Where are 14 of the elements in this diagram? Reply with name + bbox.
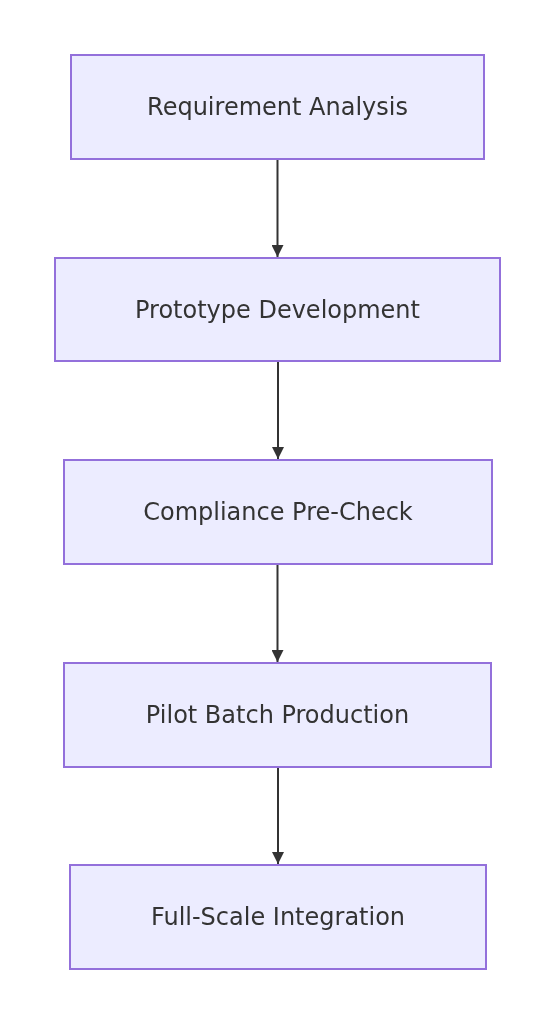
arrow bbox=[271, 564, 284, 663]
node-label: Prototype Development bbox=[135, 295, 420, 324]
process-box bbox=[54, 257, 501, 362]
arrow bbox=[272, 767, 284, 865]
arrow bbox=[272, 361, 284, 460]
process-box bbox=[63, 662, 492, 768]
node-label: Full-Scale Integration bbox=[150, 903, 406, 931]
process-box bbox=[70, 54, 485, 160]
arrow bbox=[271, 159, 284, 258]
node-label: Compliance Pre-Check bbox=[143, 498, 413, 526]
node-label: Pilot Batch Production bbox=[145, 701, 410, 729]
process-box bbox=[69, 864, 487, 970]
node-label: Requirement Analysis bbox=[147, 93, 408, 121]
process-box bbox=[63, 459, 493, 565]
